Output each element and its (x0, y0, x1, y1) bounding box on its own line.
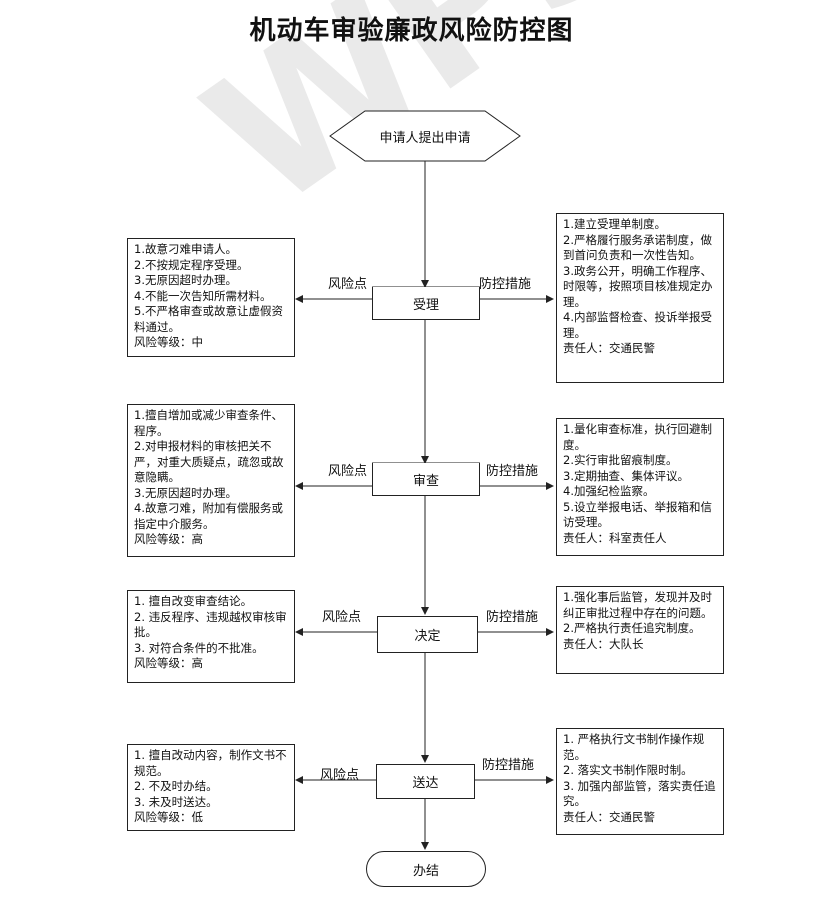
risk-box-4: 1. 擅自改动内容，制作文书不规范。 2. 不及时办结。 3. 未及时送达。 风… (127, 744, 295, 831)
risk-label-2: 风险点 (328, 464, 368, 479)
step-node-3: 决定 (377, 616, 478, 653)
step-node-2: 审查 (372, 463, 480, 496)
measure-label-1: 防控措施 (479, 277, 532, 292)
step-node-1: 受理 (372, 287, 480, 320)
start-node-shape (329, 110, 521, 162)
end-node: 办结 (366, 851, 486, 887)
risk-box-1: 1.故意刁难申请人。 2.不按规定程序受理。 3.无原因超时办理。 4.不能一次… (127, 238, 295, 357)
risk-box-3: 1. 擅自改变审查结论。 2. 违反程序、违规越权审核审批。 3. 对符合条件的… (127, 590, 295, 683)
measure-box-4: 1. 严格执行文书制作操作规范。 2. 落实文书制作限时制。 3. 加强内部监管… (556, 728, 724, 835)
measure-label-4: 防控措施 (482, 758, 535, 773)
measure-label-2: 防控措施 (486, 464, 539, 479)
risk-box-2: 1.擅自增加或减少审查条件、程序。 2.对申报材料的审核把关不严，对重大质疑点，… (127, 404, 295, 557)
risk-label-4: 风险点 (320, 768, 360, 783)
risk-label-3: 风险点 (322, 610, 362, 625)
measure-box-2: 1.量化审查标准，执行回避制度。 2.实行审批留痕制度。 3.定期抽查、集体评议… (556, 418, 724, 556)
measure-box-3: 1.强化事后监管，发现并及时纠正审批过程中存在的问题。 2.严格执行责任追究制度… (556, 586, 724, 674)
measure-label-3: 防控措施 (486, 610, 539, 625)
step-node-4: 送达 (376, 764, 475, 799)
measure-box-1: 1.建立受理单制度。 2.严格履行服务承诺制度，做到首问负责和一次性告知。 3.… (556, 213, 724, 383)
risk-label-1: 风险点 (328, 277, 368, 292)
page-title: 机动车审验廉政风险防控图 (249, 16, 574, 46)
start-node: 申请人提出申请 (379, 130, 471, 146)
